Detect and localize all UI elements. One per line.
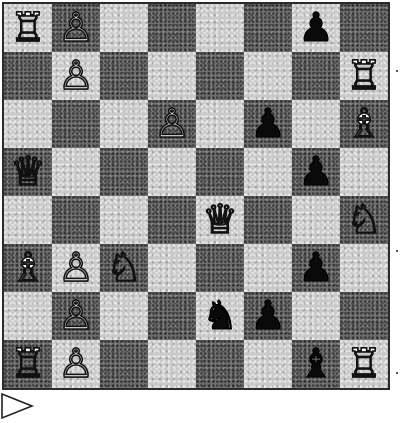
square-r8-c1[interactable]: ♖ — [4, 340, 52, 388]
black-pawn-piece[interactable]: ♟ — [298, 152, 334, 192]
square-r8-c8[interactable]: ♖ — [340, 340, 388, 388]
square-r6-c4[interactable] — [148, 244, 196, 292]
white-knight-piece[interactable]: ♘ — [346, 200, 382, 240]
white-rook-piece[interactable]: ♖ — [10, 344, 46, 384]
square-r4-c5[interactable] — [196, 148, 244, 196]
square-r8-c2[interactable]: ♙ — [52, 340, 100, 388]
square-r3-c8[interactable]: ♗ — [340, 100, 388, 148]
square-r4-c6[interactable] — [244, 148, 292, 196]
square-r1-c6[interactable] — [244, 4, 292, 52]
square-r3-c3[interactable] — [100, 100, 148, 148]
white-pawn-piece[interactable]: ♙ — [58, 8, 94, 48]
square-r8-c5[interactable] — [196, 340, 244, 388]
square-r1-c2[interactable]: ♙ — [52, 4, 100, 52]
square-r6-c1[interactable]: ♗ — [4, 244, 52, 292]
square-r2-c8[interactable]: ♖ — [340, 52, 388, 100]
square-r1-c8[interactable] — [340, 4, 388, 52]
square-r5-c5[interactable]: ♕ — [196, 196, 244, 244]
square-r8-c3[interactable] — [100, 340, 148, 388]
square-r1-c5[interactable] — [196, 4, 244, 52]
white-bishop-piece[interactable]: ♗ — [346, 104, 382, 144]
square-r3-c6[interactable]: ♟ — [244, 100, 292, 148]
square-r6-c8[interactable] — [340, 244, 388, 292]
square-r2-c2[interactable]: ♙ — [52, 52, 100, 100]
white-pawn-piece[interactable]: ♙ — [58, 56, 94, 96]
white-rook-piece[interactable]: ♖ — [346, 344, 382, 384]
white-rook-piece[interactable]: ♖ — [346, 56, 382, 96]
square-r3-c2[interactable] — [52, 100, 100, 148]
black-pawn-piece[interactable]: ♟ — [250, 104, 286, 144]
square-r4-c4[interactable] — [148, 148, 196, 196]
square-r6-c6[interactable] — [244, 244, 292, 292]
white-pawn-piece[interactable]: ♙ — [58, 248, 94, 288]
square-r7-c4[interactable] — [148, 292, 196, 340]
square-r1-c3[interactable] — [100, 4, 148, 52]
square-r3-c7[interactable] — [292, 100, 340, 148]
square-r1-c4[interactable] — [148, 4, 196, 52]
square-r7-c6[interactable]: ♟ — [244, 292, 292, 340]
square-r8-c6[interactable] — [244, 340, 292, 388]
square-r7-c2[interactable]: ♙ — [52, 292, 100, 340]
square-r2-c6[interactable] — [244, 52, 292, 100]
square-r7-c5[interactable]: ♞ — [196, 292, 244, 340]
square-r5-c8[interactable]: ♘ — [340, 196, 388, 244]
square-r4-c3[interactable] — [100, 148, 148, 196]
square-r5-c4[interactable] — [148, 196, 196, 244]
square-r6-c5[interactable] — [196, 244, 244, 292]
margin-speck — [396, 250, 398, 252]
margin-speck — [396, 372, 398, 374]
black-pawn-piece[interactable]: ♟ — [250, 296, 286, 336]
square-r2-c7[interactable] — [292, 52, 340, 100]
square-r7-c3[interactable] — [100, 292, 148, 340]
square-r5-c1[interactable] — [4, 196, 52, 244]
square-r7-c1[interactable] — [4, 292, 52, 340]
square-r4-c2[interactable] — [52, 148, 100, 196]
square-r1-c7[interactable]: ♟ — [292, 4, 340, 52]
white-queen-piece[interactable]: ♕ — [10, 152, 46, 192]
black-pawn-piece[interactable]: ♟ — [298, 8, 334, 48]
white-bishop-piece[interactable]: ♗ — [10, 248, 46, 288]
square-r5-c2[interactable] — [52, 196, 100, 244]
white-rook-piece[interactable]: ♖ — [10, 8, 46, 48]
square-r5-c7[interactable] — [292, 196, 340, 244]
square-r4-c7[interactable]: ♟ — [292, 148, 340, 196]
square-r3-c5[interactable] — [196, 100, 244, 148]
chess-board: ♖ ♙ ♟ ♙ ♖ ♙ ♟ ♗ ♕ ♟ ♕ ♘ ♗ ♙ ♘ ♟ ♙ ♞ ♟ ♖ ♙ ♝ ♖ — [2, 2, 390, 390]
square-r3-c1[interactable] — [4, 100, 52, 148]
margin-speck — [396, 70, 398, 72]
black-knight-piece[interactable]: ♞ — [202, 296, 238, 336]
white-pawn-piece[interactable]: ♙ — [58, 344, 94, 384]
black-pawn-piece[interactable]: ♟ — [298, 248, 334, 288]
black-bishop-piece[interactable]: ♝ — [298, 344, 334, 384]
white-knight-piece[interactable]: ♘ — [106, 248, 142, 288]
square-r8-c7[interactable]: ♝ — [292, 340, 340, 388]
square-r2-c4[interactable] — [148, 52, 196, 100]
square-r2-c3[interactable] — [100, 52, 148, 100]
square-r7-c7[interactable] — [292, 292, 340, 340]
square-r6-c2[interactable]: ♙ — [52, 244, 100, 292]
square-r6-c7[interactable]: ♟ — [292, 244, 340, 292]
white-pawn-piece[interactable]: ♙ — [58, 296, 94, 336]
square-r1-c1[interactable]: ♖ — [4, 4, 52, 52]
square-r7-c8[interactable] — [340, 292, 388, 340]
white-pawn-piece[interactable]: ♙ — [154, 104, 190, 144]
square-r5-c6[interactable] — [244, 196, 292, 244]
white-queen-piece[interactable]: ♕ — [202, 200, 238, 240]
square-r8-c4[interactable] — [148, 340, 196, 388]
square-r3-c4[interactable]: ♙ — [148, 100, 196, 148]
square-r4-c8[interactable] — [340, 148, 388, 196]
square-r6-c3[interactable]: ♘ — [100, 244, 148, 292]
square-r4-c1[interactable]: ♕ — [4, 148, 52, 196]
square-r5-c3[interactable] — [100, 196, 148, 244]
turn-indicator-icon — [0, 392, 36, 420]
square-r2-c1[interactable] — [4, 52, 52, 100]
square-r2-c5[interactable] — [196, 52, 244, 100]
